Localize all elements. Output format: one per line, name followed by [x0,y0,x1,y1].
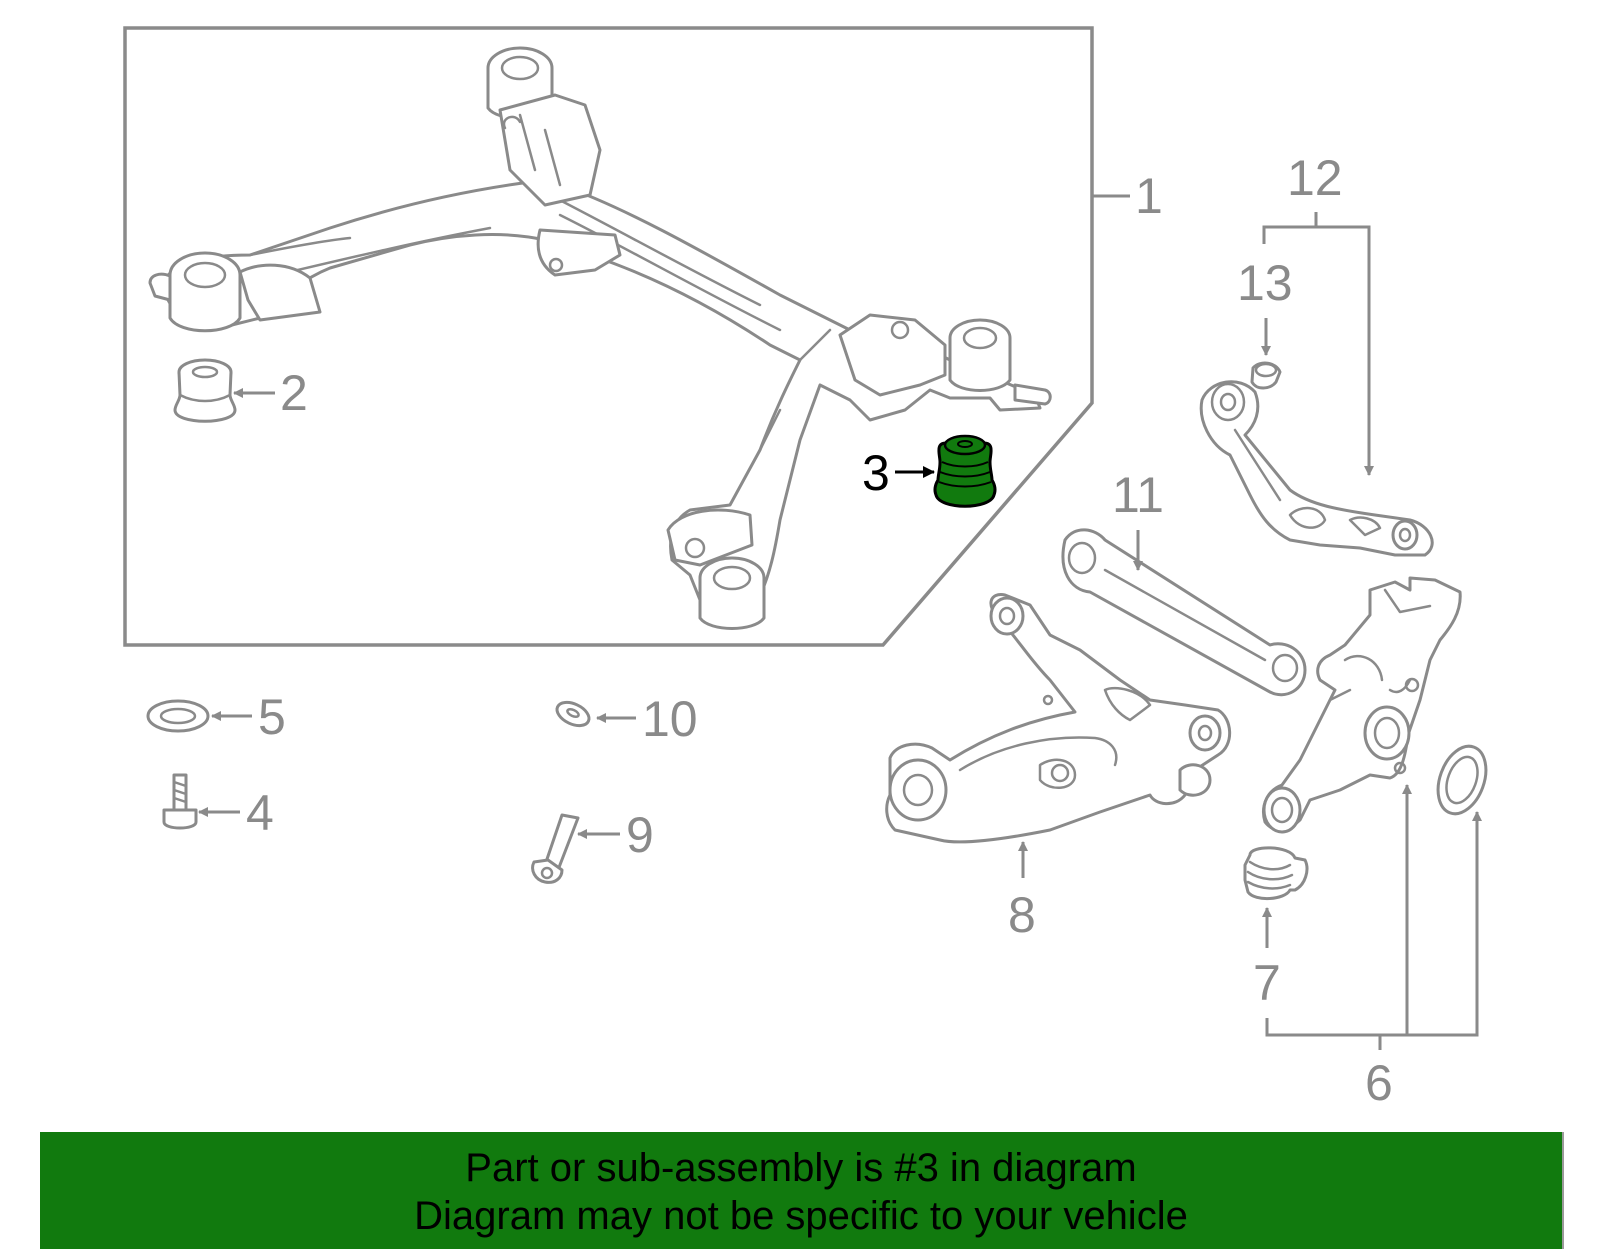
callout-6-bracket [1265,811,1482,1037]
callout-6: 6 [1365,1055,1393,1111]
banner-line-disclaimer: Diagram may not be specific to your vehi… [414,1194,1188,1238]
part-2-bushing [173,358,237,423]
part-8-lower-control-arm [885,593,1232,844]
part-7-bushing [1243,846,1309,900]
callout-4: 4 [246,785,274,841]
part-4-bolt [162,773,198,830]
callout-12: 12 [1287,150,1343,206]
part-9-bolt [531,813,580,884]
part-6-seal [1436,744,1488,816]
callout-13: 13 [1237,255,1293,311]
callout-3: 3 [862,445,890,501]
part-3-bushing-highlighted [933,434,997,508]
callout-7: 7 [1253,955,1281,1011]
assembly-box [123,26,1094,647]
callout-8: 8 [1008,887,1036,943]
part-5-washer [146,699,210,733]
info-banner: Part or sub-assembly is #3 in diagram Di… [40,1132,1564,1249]
callout-1: 1 [1135,168,1163,224]
subframe-crossmember [148,46,1052,630]
part-12-upper-control-arm [1199,380,1434,557]
callout-2: 2 [280,365,308,421]
part-13-bushing [1250,361,1282,390]
callout-5: 5 [258,689,286,745]
callout-10: 10 [642,691,698,747]
callout-9: 9 [626,807,654,863]
part-6-knuckle [1262,576,1462,834]
banner-line-part-number: Part or sub-assembly is #3 in diagram [465,1146,1137,1190]
parts-diagram: 1 2 3 4 5 6 7 8 9 10 11 12 13 [123,26,1488,1111]
part-11-lateral-link [1061,528,1307,697]
callout-11: 11 [1112,467,1164,523]
part-10-washer [555,700,591,728]
